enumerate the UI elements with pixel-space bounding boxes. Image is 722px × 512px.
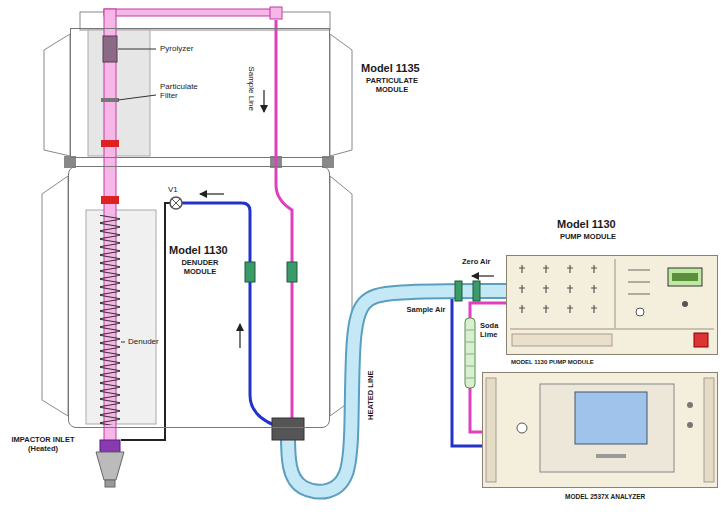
module-box: Model 1135PARTICULATE MODULE <box>70 28 330 158</box>
front-bezel <box>540 384 674 472</box>
leader-line <box>118 49 156 50</box>
panel-knob <box>687 402 693 408</box>
tube-coupling <box>101 196 119 204</box>
part-label: Pyrolyzer <box>160 44 193 53</box>
pump-module: Model 1130PUMP MODULEMODEL 1130 PUMP MOD… <box>506 255 718 355</box>
panel-knob <box>636 308 644 316</box>
port-label: Zero Air <box>462 258 490 267</box>
module-name: PARTICULATE MODULE <box>361 77 423 94</box>
impactor-cone <box>96 452 124 480</box>
panel-divider <box>510 329 714 330</box>
module-name: DENUDER MODULE <box>169 259 231 276</box>
flow-arrow <box>200 193 224 194</box>
flow-arrow <box>239 324 240 348</box>
analyzer-screen <box>575 392 647 444</box>
port-label: Sample Air <box>405 306 447 315</box>
valve-symbol <box>170 197 182 209</box>
rack-handle <box>704 378 714 482</box>
line-label: HEATED LINE <box>367 370 376 419</box>
part-label: Denuder <box>128 337 159 346</box>
lcd-display <box>668 268 702 286</box>
line-fitting <box>287 262 297 282</box>
part-label: IMPACTOR INLET (Heated) <box>10 436 76 453</box>
pyrolyzer-core <box>103 36 117 62</box>
model-name: Model 1135 <box>361 62 420 75</box>
soda-lime-trap <box>465 318 475 388</box>
panel-divider <box>615 259 616 328</box>
model-name: Model 1130 <box>557 218 616 231</box>
panel-controls <box>628 270 650 294</box>
valve-label: V1 <box>168 185 178 194</box>
line-fitting <box>245 262 255 282</box>
power-button <box>517 423 527 433</box>
flow-arrow <box>263 90 264 112</box>
heated-line <box>288 291 506 492</box>
leader-line <box>118 95 156 100</box>
enclosure-flap <box>42 176 68 416</box>
inlet-line <box>121 203 170 440</box>
part-label: Soda Lime <box>480 322 505 339</box>
zero-air-line <box>182 203 274 425</box>
inner-panel <box>86 210 156 424</box>
zero-air-line <box>452 298 482 446</box>
heated-line <box>288 291 506 492</box>
line-label: Sample Line <box>247 66 256 110</box>
manifold-block <box>272 418 304 440</box>
panel-knob <box>687 422 693 428</box>
panel-caption: MODEL 1130 PUMP MODULE <box>511 359 594 366</box>
panel-slot <box>596 454 626 458</box>
power-switch <box>694 333 708 347</box>
heated-line <box>288 291 506 492</box>
lcd-digits <box>672 273 698 281</box>
line-fitting <box>473 281 480 301</box>
heated-tube <box>104 9 280 16</box>
soda-lime-fill <box>466 330 474 378</box>
module-name: PUMP MODULE <box>554 233 622 242</box>
tube-elbow <box>270 7 282 19</box>
pump-panel <box>506 255 718 355</box>
flow-arrow <box>472 275 494 276</box>
model-name: Model 1130 <box>169 244 228 257</box>
impactor-body <box>100 440 120 452</box>
tube-coupling <box>101 140 119 147</box>
name-strip <box>512 334 612 346</box>
filter-disc <box>101 98 119 102</box>
leader-line <box>121 342 125 343</box>
enclosure-flap <box>44 34 70 156</box>
impactor-tip <box>105 480 115 487</box>
sample-line <box>276 20 292 422</box>
analyzer-module: MODEL 2537X ANALYZER <box>482 372 718 488</box>
analyzer-panel <box>482 372 718 488</box>
enclosure-flap <box>330 34 352 156</box>
denuder-coil <box>100 215 120 425</box>
valve-switches <box>519 265 597 313</box>
part-label: Particulate Filter <box>160 82 212 100</box>
line-fitting <box>455 281 462 301</box>
module-box: Model 1130DENUDER MODULE <box>68 166 330 428</box>
valve-symbol <box>172 199 180 207</box>
panel-knob <box>682 301 688 307</box>
rack-handle <box>486 378 496 482</box>
panel-caption: MODEL 2537X ANALYZER <box>565 493 645 500</box>
